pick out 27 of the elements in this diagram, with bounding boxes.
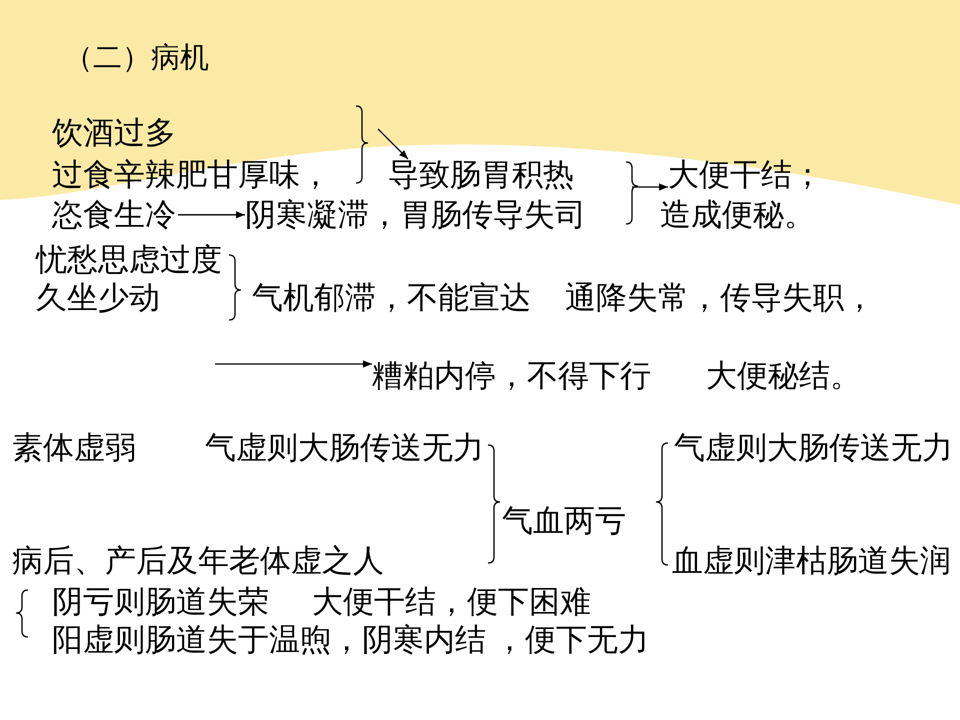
flow-text: 阴寒凝滞，胃肠传导失司 [245,197,586,233]
note-text: 血虚则津枯肠道失润 [672,543,951,579]
note-text: 阳虚则肠道失于温煦，阴寒内结 ，便下无力 [52,622,649,658]
note-text: 大便秘结。 [706,358,861,394]
note-text: 造成便秘。 [660,197,815,233]
note-text: 病后、产后及年老体虚之人 [12,543,384,579]
note-text: 大便干结，便下困难 [312,584,591,620]
note-text: 阴亏则肠道失荣 [52,584,269,620]
note-text: 素体虚弱 [12,430,136,466]
note-text: 气血两亏 [502,503,626,539]
note-text: 气虚则大肠传送无力 [674,430,953,466]
note-text: 气机郁滞，不能宣达 [252,280,531,316]
flow-text: 恣食生冷 [52,197,176,233]
note-text: 饮酒过多 [52,115,176,151]
note-text: 过食辛辣肥甘厚味， [52,157,331,193]
flow-text: 糟粕内停，不得下行 [372,358,651,394]
arrow [378,128,408,160]
note-text: 久坐少动 [36,280,160,316]
note-text: 气虚则大肠传送无力 [205,430,484,466]
slide-title: （二）病机 [64,42,209,76]
flow-text: 导致肠胃积热 [388,157,574,193]
note-text: 忧愁思虑过度 [36,242,222,278]
arrow [178,211,245,218]
flow-text: 大便干结； [668,157,823,193]
arrow [632,183,668,191]
note-text: 通降失常，传导失职， [565,280,875,316]
arrow [215,360,372,368]
